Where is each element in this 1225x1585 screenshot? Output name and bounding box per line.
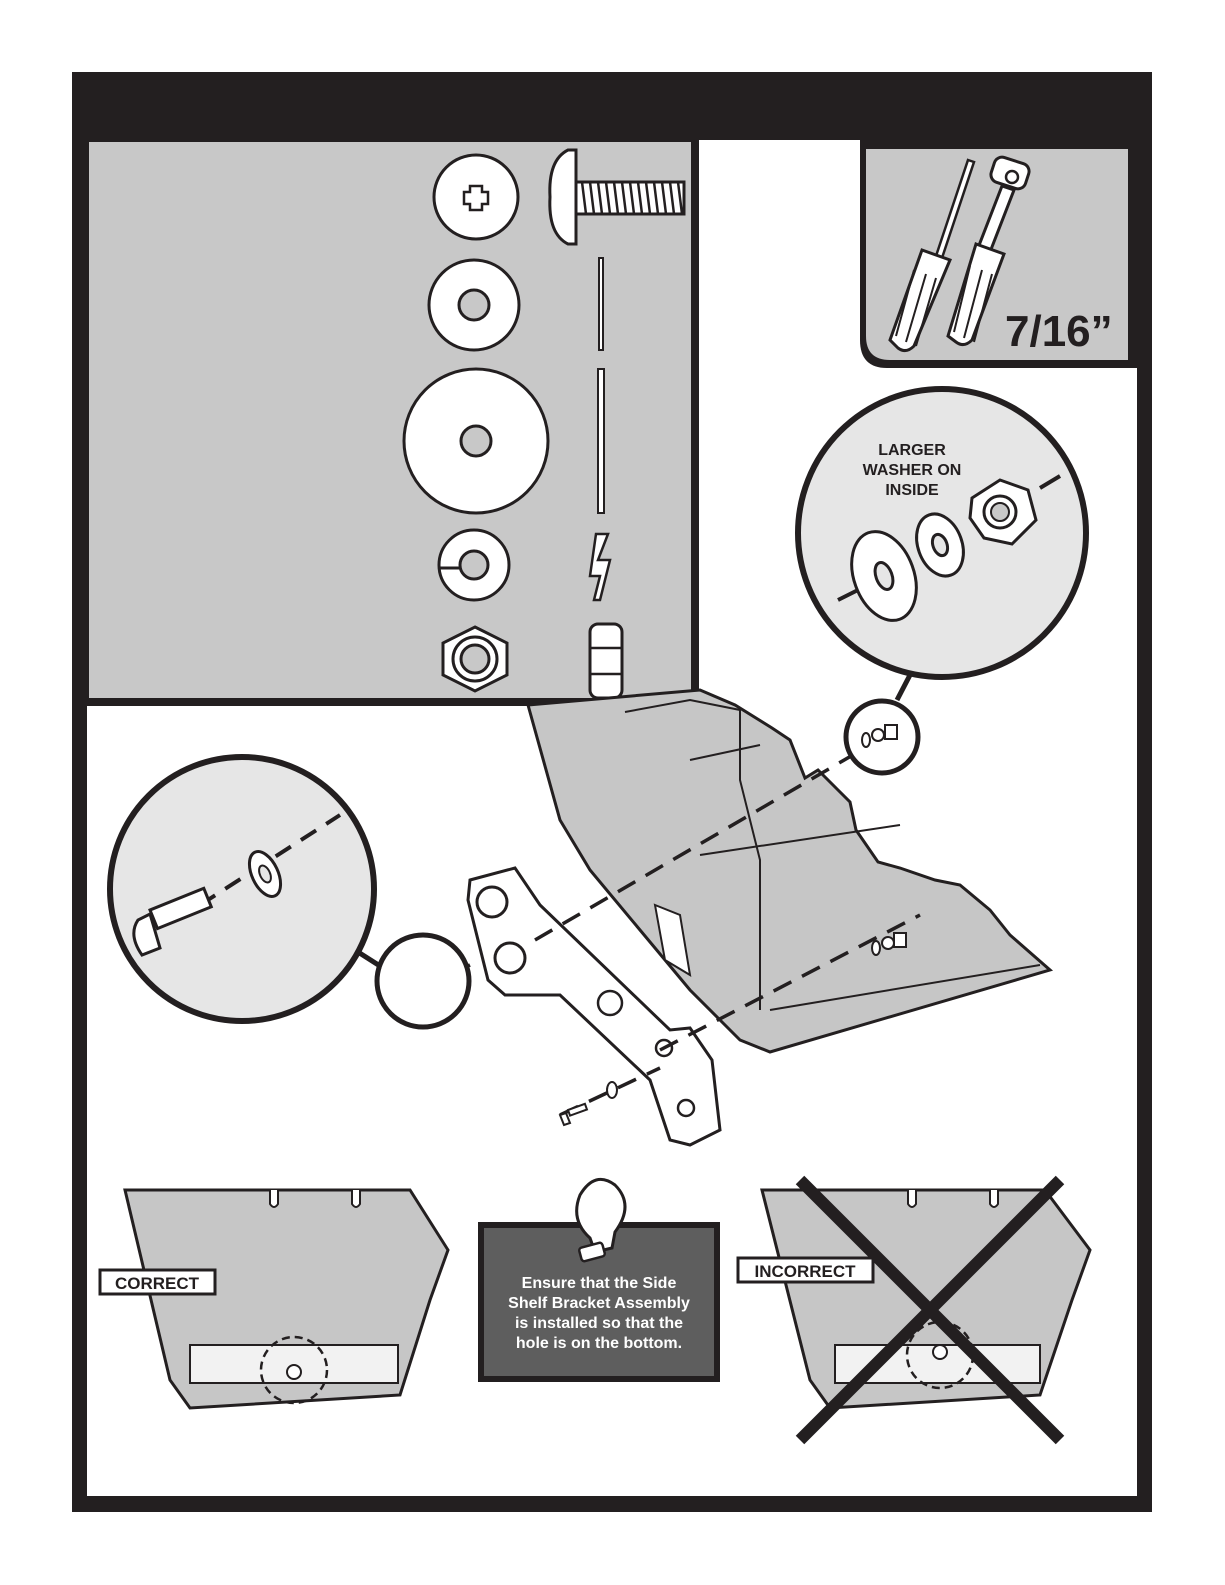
tip-text-line3: is installed so that the xyxy=(515,1315,683,1332)
hex-nut-side-icon xyxy=(590,624,622,698)
wrench-size-label: 7/16” xyxy=(1005,307,1113,356)
tip-text-line1: Ensure that the Side xyxy=(522,1275,677,1292)
correct-label: CORRECT xyxy=(115,1274,200,1293)
washer-order-callout: LARGER WASHER ON INSIDE xyxy=(798,389,1086,677)
large-washer-edge-icon xyxy=(598,369,604,513)
hex-nut-icon xyxy=(443,627,507,691)
tools-panel: 7/16” xyxy=(860,140,1137,368)
tip-text-line4: hole is on the bottom. xyxy=(516,1335,682,1352)
phillips-bolt-head-icon xyxy=(434,155,518,239)
lock-washer-icon xyxy=(439,530,509,600)
hardware-panel xyxy=(87,140,699,706)
callout-text-line1: LARGER xyxy=(878,442,946,459)
tip-text-line2: Shelf Bracket Assembly xyxy=(508,1295,690,1312)
large-washer-icon xyxy=(404,369,548,513)
callout-text-line3: INSIDE xyxy=(885,482,939,499)
callout-text-line2: WASHER ON xyxy=(863,462,962,479)
small-washer-edge-icon xyxy=(599,258,603,350)
incorrect-label: INCORRECT xyxy=(754,1262,856,1281)
small-washer-icon xyxy=(429,260,519,350)
